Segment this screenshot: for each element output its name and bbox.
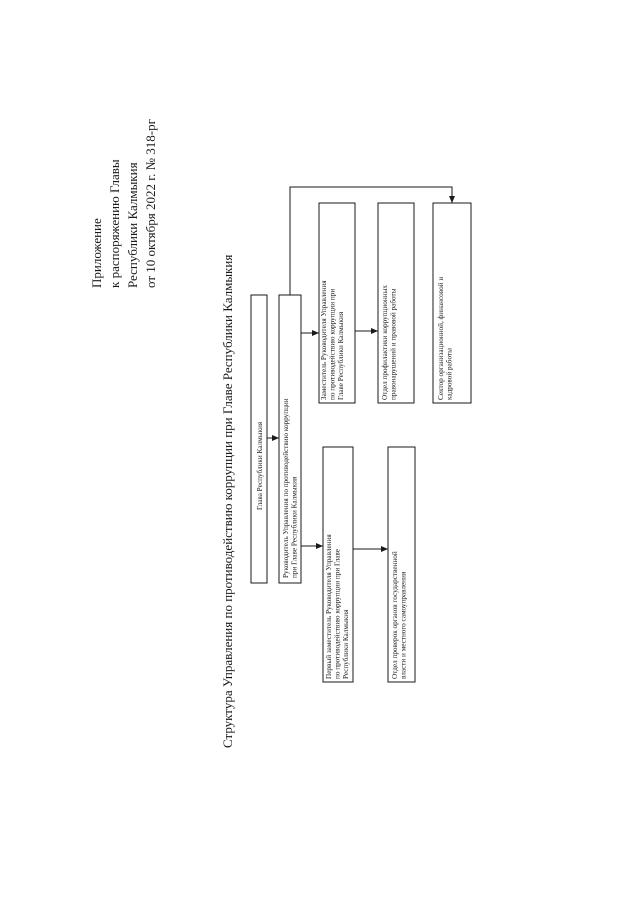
box-label-line: Сектор организационной, финансовой и [437,277,445,400]
label-director: Руководитель Управления по противодейств… [282,398,299,578]
box-label-line: по противодействию коррупции при [329,289,337,400]
box-label-line: Главе Республики Калмыкия [337,311,345,400]
document-title: Структура Управления по противодействию … [220,255,235,748]
box-dept-prevention [377,202,415,404]
appendix-line-1: Приложение [89,218,104,288]
box-labels: Глава Республики Калмыкия Руководитель У… [256,277,454,679]
box-label-line: Отдел проверок органов государственной [391,551,399,679]
box-label-line: Республики Калмыкия [342,609,350,679]
box-label-line: Заместитель Руководителя Управления [320,280,328,400]
box-dept-inspections [387,446,416,683]
label-first-deputy: Первый заместитель Руководителя Управлен… [325,534,350,679]
appendix-line-2: к распоряжению Главы [107,159,122,288]
box-label-line: власти и местного самоуправления [400,571,408,679]
box-label-line: Глава Республики Калмыкия [256,421,264,510]
appendix-line-3: Республики Калмыкия [125,162,140,288]
appendix-block: Приложение к распоряжению Главы Республи… [89,119,158,288]
box-label-line: Отдел профилактики коррупционных [381,285,389,400]
box-deputy [318,202,356,404]
connector-director-sector-finance [289,186,455,295]
appendix-line-4: от 10 октября 2022 г. № 318-рг [143,119,158,288]
box-label-line: по противодействию коррупции при Главе [334,549,342,679]
box-label-line: Первый заместитель Руководителя Управлен… [325,534,333,679]
box-label-line: кадровой работы [446,348,454,400]
box-label-line: при Главе Республики Калмыкия [291,476,299,578]
box-label-line: Руководитель Управления по противодейств… [282,398,290,578]
label-head: Глава Республики Калмыкия [256,421,264,510]
box-label-line: правонарушений и правовой работы [390,288,398,400]
box-first-deputy [322,446,354,683]
box-head [250,294,268,584]
